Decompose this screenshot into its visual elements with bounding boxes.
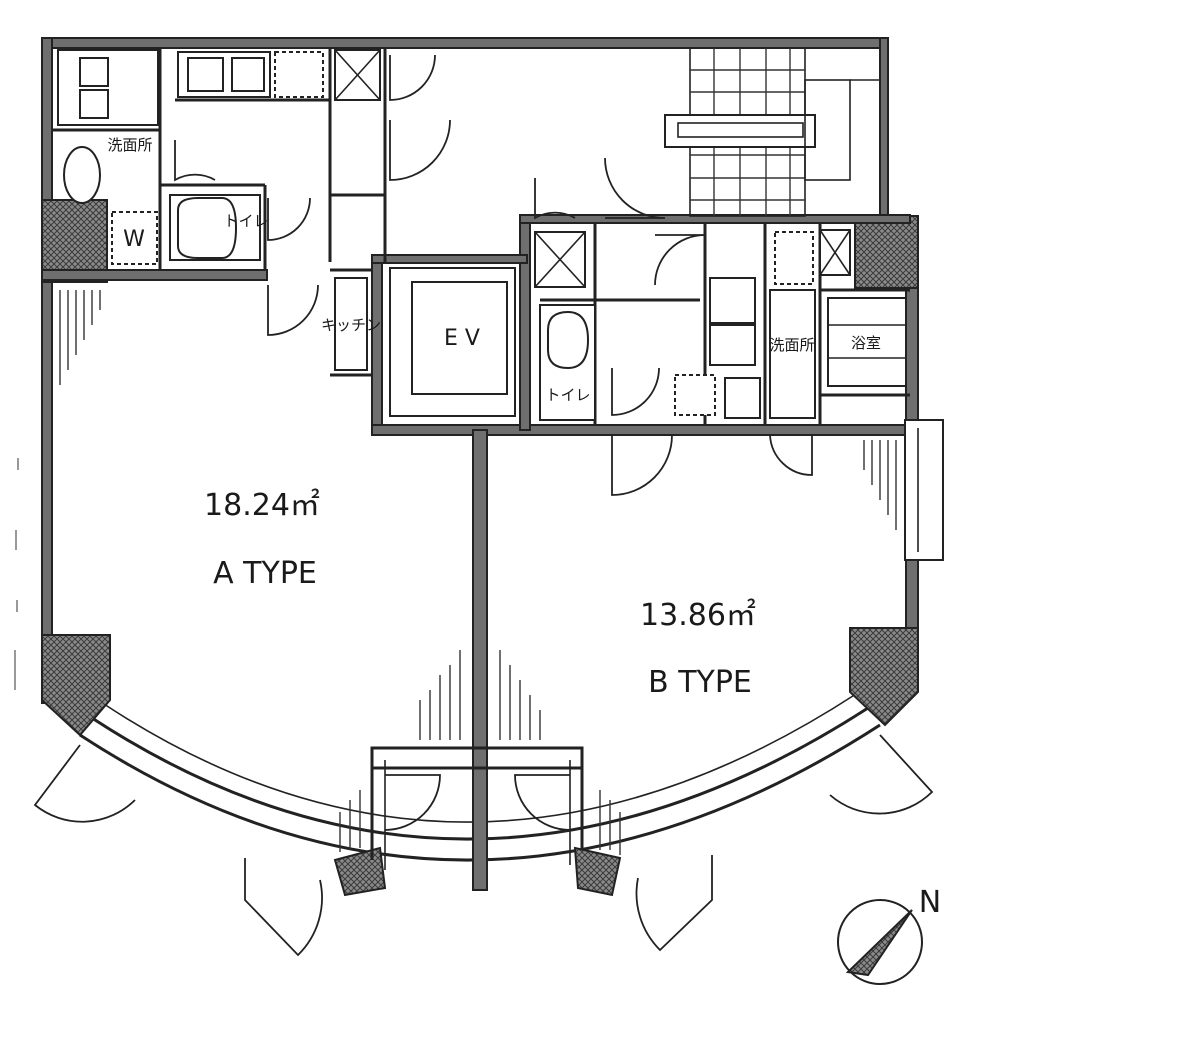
- unit-a-area: 18.24㎡: [204, 488, 320, 523]
- unit-a-services: W 洗面所 トイレ キッチン: [57, 49, 381, 371]
- elevator-label: E V: [444, 326, 480, 351]
- toilet-a-label: トイレ: [223, 212, 268, 230]
- north-compass: N: [837, 885, 941, 985]
- elevator: E V: [389, 267, 516, 417]
- columns: [41, 199, 919, 897]
- bath-label: 浴室: [851, 334, 881, 352]
- glazing-marks: [59, 290, 897, 855]
- kitchen-label: キッチン: [321, 316, 381, 334]
- washroom-a-label: 洗面所: [107, 136, 152, 154]
- unit-b-services: トイレ 洗面所 浴室: [539, 277, 944, 561]
- unit-a: 18.24㎡ A TYPE: [204, 488, 320, 591]
- washer-label: W: [123, 227, 145, 252]
- staircase: [664, 47, 880, 217]
- doors: [33, 54, 934, 957]
- unit-a-type: A TYPE: [213, 556, 317, 591]
- shafts: [274, 49, 851, 416]
- service-core: [41, 48, 913, 891]
- toilet-b-label: トイレ: [545, 386, 590, 404]
- washroom-b-label: 洗面所: [769, 336, 814, 354]
- margin-marks: [14, 458, 19, 690]
- unit-b-type: B TYPE: [648, 665, 752, 700]
- north-arrow-icon: [845, 909, 913, 977]
- compass-label: N: [919, 885, 941, 920]
- unit-b: 13.86㎡ B TYPE: [640, 598, 756, 700]
- unit-b-area: 13.86㎡: [640, 598, 756, 633]
